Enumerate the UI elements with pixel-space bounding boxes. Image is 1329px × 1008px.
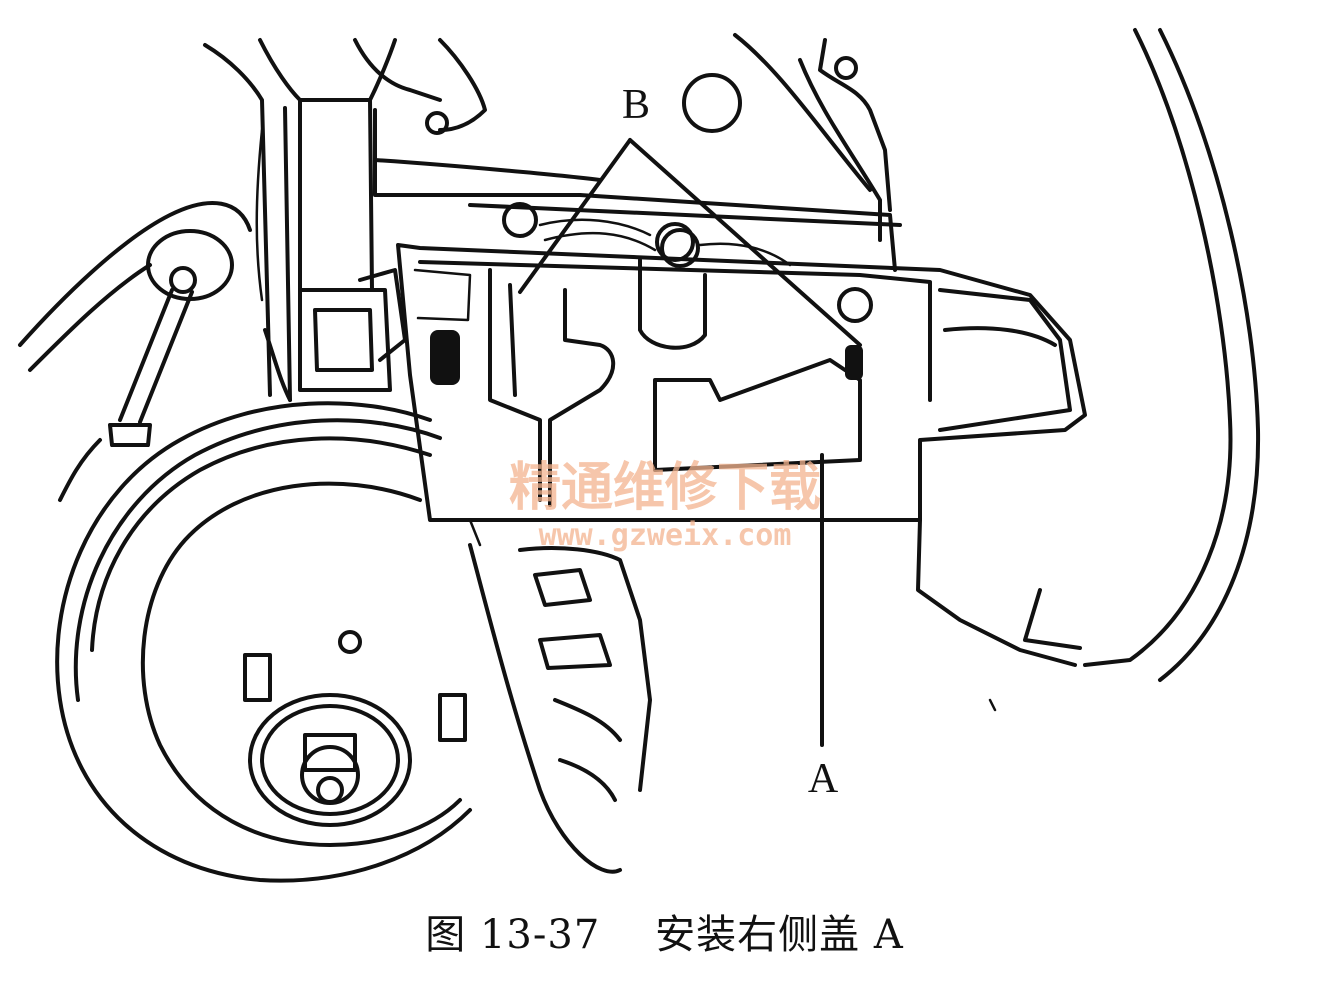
side-cover-a xyxy=(396,228,1087,667)
tie-rod xyxy=(18,201,252,502)
label-b-leaders xyxy=(518,138,862,347)
watermark-title: 精通维修下载 xyxy=(509,458,821,518)
label-a: A xyxy=(808,756,839,802)
figure-number: 图 13-37 xyxy=(425,912,601,958)
label-b: B xyxy=(622,82,650,128)
brake-disc xyxy=(55,401,472,883)
knuckle xyxy=(263,268,407,402)
watermark-url: www.gzweix.com xyxy=(539,518,792,553)
engine-block xyxy=(468,33,902,272)
lower-suspension xyxy=(468,518,652,874)
figure-title: 安装右侧盖 A xyxy=(655,912,904,958)
strut-assembly xyxy=(203,38,602,402)
figure-caption: 图 13-37 安装右侧盖 A xyxy=(0,902,1329,960)
wheel-arch xyxy=(988,28,1261,712)
